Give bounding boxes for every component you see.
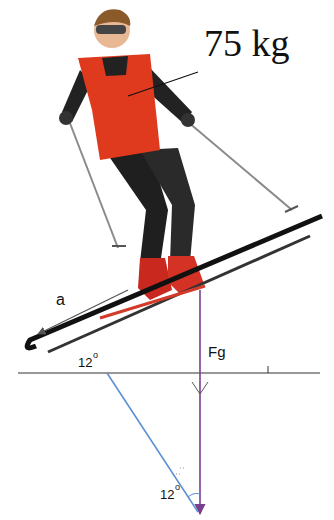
mass-label: 75 kg — [204, 24, 290, 62]
ski — [48, 236, 310, 352]
pole-basket — [285, 206, 298, 212]
force-label: Fg — [208, 344, 226, 359]
ski-vest — [78, 54, 160, 160]
normal-component — [107, 373, 198, 512]
degree-mark: o — [93, 351, 98, 360]
glove — [181, 113, 195, 127]
dotted-mark — [176, 468, 186, 474]
acceleration-label: a — [56, 292, 65, 308]
angle-arc — [188, 493, 200, 497]
angle-label: 12 — [160, 488, 174, 501]
leg — [140, 148, 195, 262]
angle-label: 12 — [78, 356, 92, 369]
slope-line — [100, 286, 205, 318]
glove — [59, 111, 73, 125]
tick-mark — [268, 366, 269, 373]
weight-vector — [199, 290, 201, 514]
pole-basket — [112, 245, 126, 247]
hair — [94, 9, 130, 26]
horizontal-line — [18, 372, 320, 373]
collar — [102, 56, 128, 76]
ski — [27, 216, 322, 348]
acceleration-arrow — [38, 290, 128, 334]
goggles — [96, 25, 126, 34]
leader-line — [128, 72, 198, 96]
ski-pole — [188, 122, 292, 210]
degree-mark: o — [175, 483, 180, 492]
vector-mark — [192, 382, 208, 394]
